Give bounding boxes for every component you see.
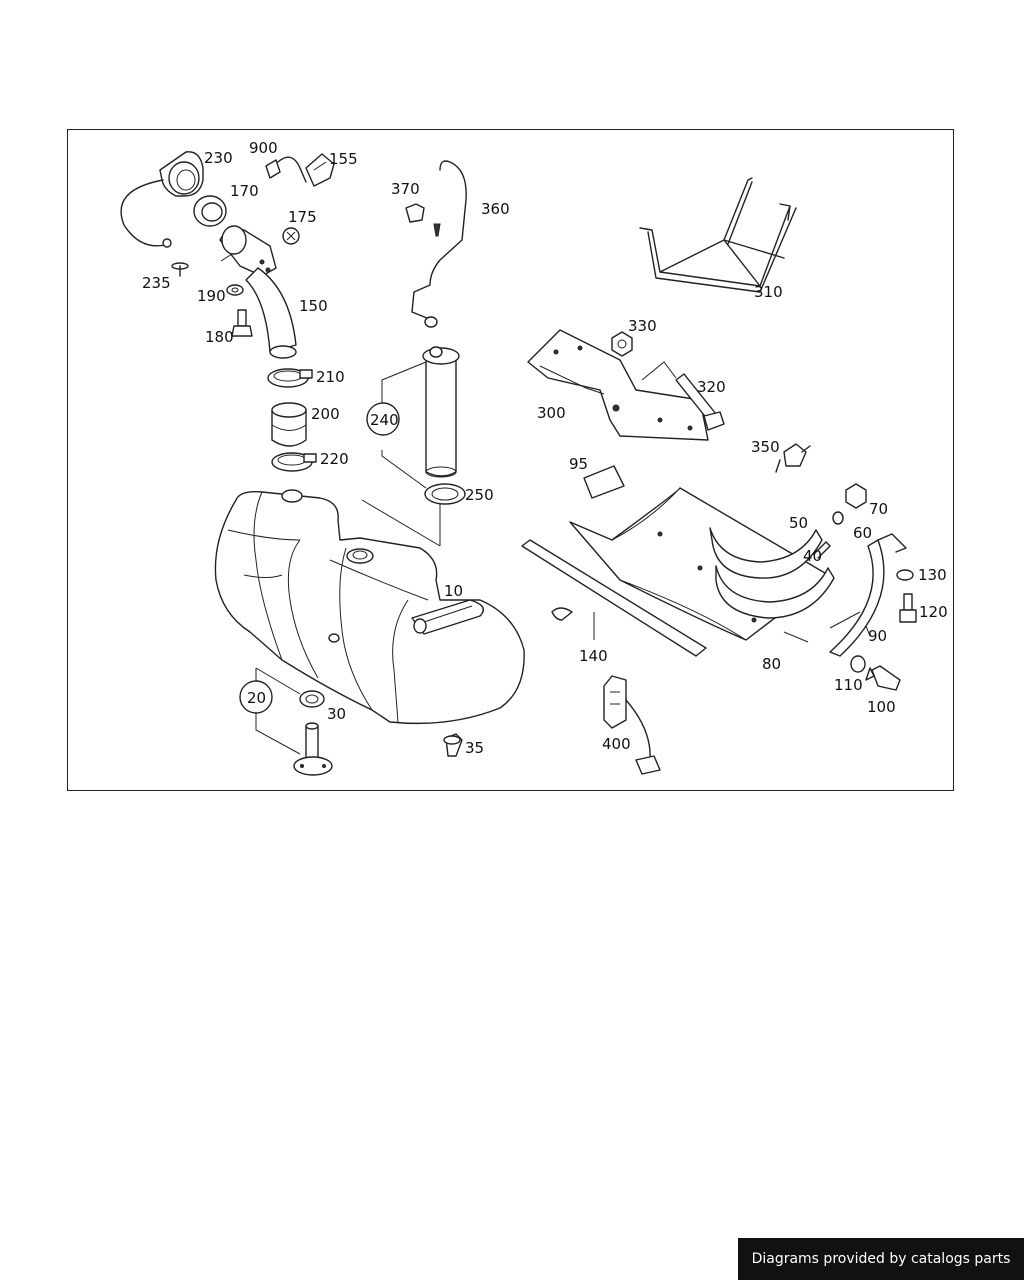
label-30: 30 bbox=[327, 705, 346, 723]
label-250: 250 bbox=[465, 486, 494, 504]
label-95: 95 bbox=[569, 455, 588, 473]
cable-400 bbox=[603, 675, 661, 775]
label-200: 200 bbox=[311, 405, 340, 423]
callout-20 bbox=[239, 680, 273, 714]
label-210: 210 bbox=[316, 368, 345, 386]
label-400: 400 bbox=[602, 735, 631, 753]
pad-95 bbox=[583, 465, 625, 499]
bolt-120 bbox=[899, 593, 917, 623]
hose-200 bbox=[271, 402, 307, 447]
strap-50 bbox=[709, 527, 835, 619]
fuel-tank-10 bbox=[214, 489, 525, 725]
label-60: 60 bbox=[853, 524, 872, 542]
label-370: 370 bbox=[391, 180, 420, 198]
label-220: 220 bbox=[320, 450, 349, 468]
label-120: 120 bbox=[919, 603, 948, 621]
washer-60 bbox=[832, 511, 844, 525]
bolt-180 bbox=[231, 309, 253, 337]
bracket-900 bbox=[265, 156, 307, 183]
label-180: 180 bbox=[205, 328, 234, 346]
label-80: 80 bbox=[762, 655, 781, 673]
nut-330 bbox=[611, 331, 633, 357]
nut-70 bbox=[845, 483, 867, 509]
label-20: 20 bbox=[247, 689, 266, 707]
ring-170 bbox=[193, 195, 227, 227]
clip-155 bbox=[305, 153, 335, 187]
support-plate-300 bbox=[527, 329, 709, 441]
label-175: 175 bbox=[288, 208, 317, 226]
rivet-235 bbox=[171, 262, 189, 277]
label-130: 130 bbox=[918, 566, 947, 584]
label-150: 150 bbox=[299, 297, 328, 315]
label-190: 190 bbox=[197, 287, 226, 305]
washer-190 bbox=[226, 284, 244, 296]
label-235: 235 bbox=[142, 274, 171, 292]
label-10: 10 bbox=[444, 582, 463, 600]
label-320: 320 bbox=[697, 378, 726, 396]
label-50: 50 bbox=[789, 514, 808, 532]
fuel-cap-230 bbox=[120, 151, 204, 248]
label-310: 310 bbox=[754, 283, 783, 301]
clamp-220 bbox=[271, 452, 317, 472]
label-40: 40 bbox=[803, 547, 822, 565]
label-140: 140 bbox=[579, 647, 608, 665]
label-300: 300 bbox=[537, 404, 566, 422]
label-330: 330 bbox=[628, 317, 657, 335]
rail-140 bbox=[521, 539, 707, 657]
fuel-sender-240 bbox=[411, 160, 467, 478]
tension-band-90 bbox=[829, 533, 907, 657]
filler-neck-150 bbox=[219, 225, 297, 359]
washer-110 bbox=[850, 655, 866, 673]
bolt-100 bbox=[865, 665, 901, 691]
mount-350 bbox=[775, 443, 811, 473]
callout-240 bbox=[366, 402, 400, 436]
clip-370 bbox=[405, 203, 441, 237]
label-110: 110 bbox=[834, 676, 863, 694]
credit-badge: Diagrams provided by catalogs parts bbox=[738, 1238, 1024, 1280]
label-155: 155 bbox=[329, 150, 358, 168]
label-350: 350 bbox=[751, 438, 780, 456]
label-100: 100 bbox=[867, 698, 896, 716]
seal-30 bbox=[299, 690, 325, 708]
seal-250 bbox=[424, 483, 466, 505]
diagram-frame bbox=[67, 129, 954, 791]
label-35: 35 bbox=[465, 739, 484, 757]
label-90: 90 bbox=[868, 627, 887, 645]
bolt-320 bbox=[675, 373, 725, 431]
clip-40 bbox=[813, 541, 831, 559]
screw-175 bbox=[282, 227, 300, 245]
clamp-210 bbox=[267, 368, 313, 388]
label-170: 170 bbox=[230, 182, 259, 200]
label-900: 900 bbox=[249, 139, 278, 157]
label-230: 230 bbox=[204, 149, 233, 167]
label-70: 70 bbox=[869, 500, 888, 518]
drain-plug-20 bbox=[293, 722, 333, 776]
frame-bracket-310 bbox=[639, 177, 797, 293]
part-labels: 230 900 155 170 175 235 190 150 180 210 … bbox=[142, 139, 948, 757]
drain-plug-35 bbox=[443, 733, 463, 757]
washer-130 bbox=[896, 569, 914, 581]
label-360: 360 bbox=[481, 200, 510, 218]
label-240: 240 bbox=[370, 411, 399, 429]
parts-diagram: 230 900 155 170 175 235 190 150 180 210 … bbox=[120, 139, 948, 776]
